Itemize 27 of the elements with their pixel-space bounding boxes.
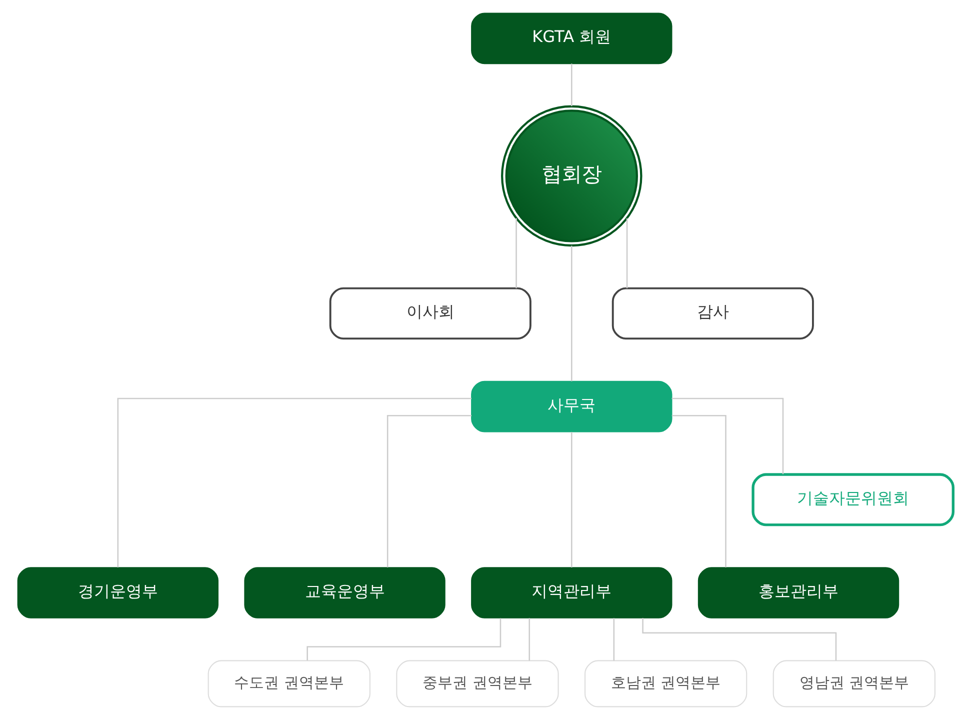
- connector: [528, 618, 530, 660]
- connector: [306, 618, 501, 660]
- node-box: 수도권 권역본부: [207, 660, 370, 707]
- node-box: KGTA 회원: [470, 12, 672, 64]
- node-box: 영남권 권역본부: [772, 660, 935, 707]
- node-box: 호남권 권역본부: [584, 660, 747, 707]
- node-box: 경기운영부: [16, 566, 218, 618]
- connector: [570, 245, 572, 381]
- connector: [515, 218, 516, 288]
- connector: [626, 218, 628, 288]
- connector: [570, 63, 572, 106]
- node-box: 기술자문위원회: [751, 472, 954, 526]
- connector: [671, 414, 726, 567]
- node-circle: 협회장: [500, 104, 642, 246]
- connector: [642, 617, 836, 660]
- node-box: 홍보관리부: [697, 566, 899, 618]
- node-box: 중부권 권역본부: [396, 660, 558, 707]
- connector: [570, 432, 572, 568]
- node-box: 교육운영부: [244, 566, 445, 618]
- connector: [116, 397, 472, 567]
- node-box: 사무국: [470, 380, 672, 432]
- node-box: 이사회: [328, 286, 531, 340]
- node-box: 지역관리부: [470, 566, 672, 618]
- connector: [612, 618, 614, 660]
- connector: [671, 397, 784, 474]
- node-box: 감사: [611, 286, 814, 340]
- connector: [386, 414, 472, 567]
